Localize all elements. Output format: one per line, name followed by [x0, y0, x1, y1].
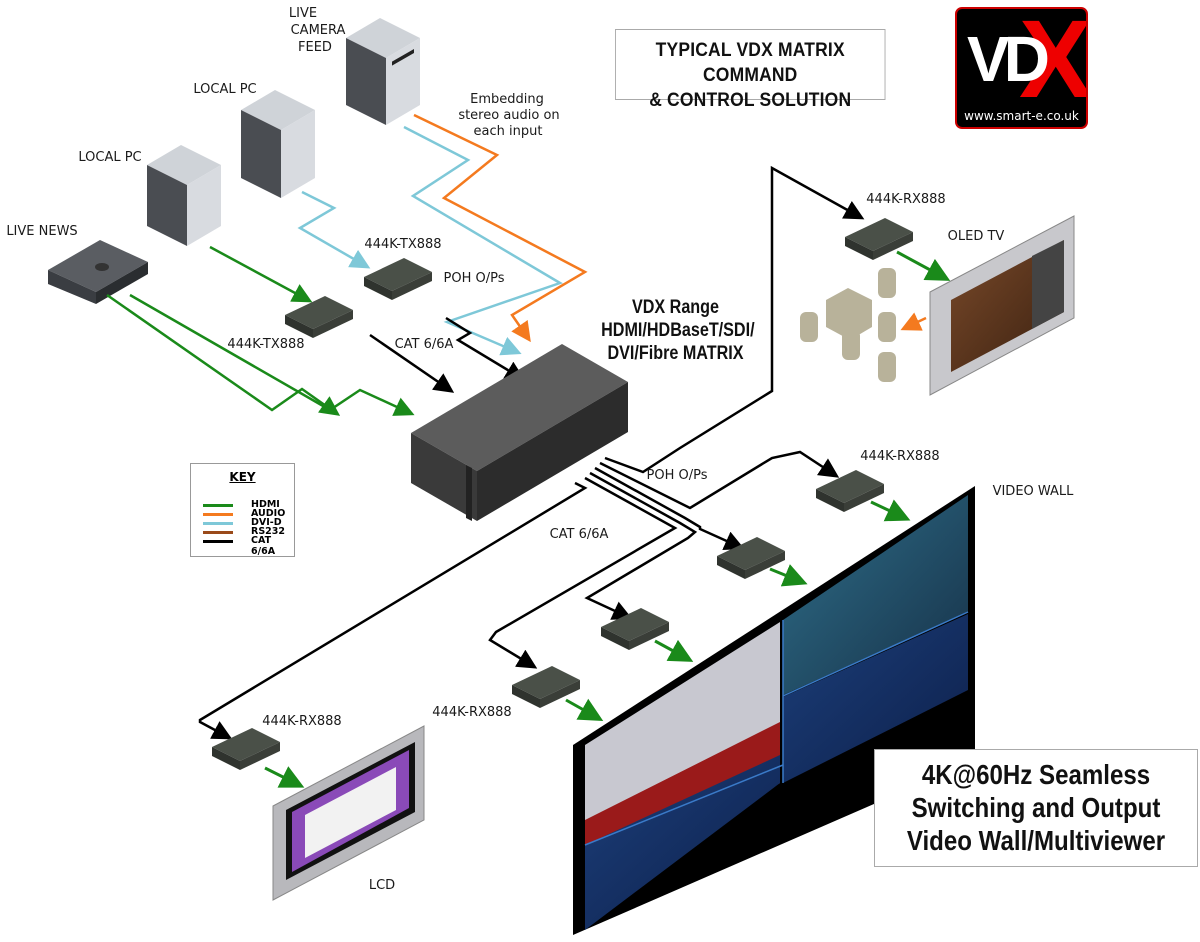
hdmi-cable-pc1 [209, 245, 313, 303]
legend-title: KEY [229, 470, 256, 484]
label-rx-wall-left: 444K-RX888 [432, 705, 511, 720]
label-poh-bottom: POH O/Ps [647, 468, 708, 483]
feature-line-1: 4K@60Hz Seamless [921, 759, 1151, 790]
feature-callout: 4K@60Hz Seamless Switching and Output Vi… [874, 749, 1198, 867]
tx-unit-top [364, 258, 432, 300]
local-pc-1-tower [147, 145, 221, 246]
legend-item: RS232 [203, 526, 293, 537]
label-video-wall: VIDEO WALL [993, 484, 1075, 499]
legend-label: HDMI [251, 499, 280, 510]
hdmi-output-arrows [264, 250, 951, 788]
tx-unit-bottom [285, 296, 353, 338]
legend-swatch-dvi [203, 522, 233, 525]
label-rx-lcd: 444K-RX888 [262, 714, 341, 729]
rx-unit-oled [845, 218, 913, 260]
label-cat-bottom: CAT 6/6A [550, 527, 609, 542]
legend-label: DVI-D [251, 517, 282, 528]
legend-label: CAT 6/6A [251, 535, 276, 557]
legend-swatch-rs232 [203, 531, 233, 534]
legend-item: CAT 6/6A [203, 535, 293, 557]
hdmi-cable-news-visible [129, 293, 415, 416]
dvi-cable-pc2 [297, 190, 371, 269]
legend-key: KEY HDMI AUDIO DVI-D RS232 CAT 6/6A [190, 463, 295, 557]
audio-output-arrow [900, 312, 927, 331]
matrix-label-line-3: DVI/Fibre MATRIX [607, 343, 744, 364]
label-tx-top: 444K-TX888 [364, 237, 441, 252]
cat-cable-tx-top [445, 316, 526, 381]
label-tx-bottom: 444K-TX888 [227, 337, 304, 352]
matrix-label: VDX Range HDMI/HDBaseT/SDI/ DVI/Fibre MA… [588, 296, 763, 365]
lcd-monitor [272, 725, 425, 901]
legend-item: HDMI [203, 499, 293, 510]
legend-label: AUDIO [251, 508, 286, 519]
cat-cable-tx-bottom [369, 333, 455, 393]
hdmi-cable-news [106, 293, 341, 416]
feature-line-2: Switching and Output [911, 792, 1161, 823]
diagram-title: TYPICAL VDX MATRIX COMMAND & CONTROL SOL… [615, 29, 886, 111]
legend-swatch-hdmi [203, 504, 233, 507]
label-lcd: LCD [369, 878, 395, 893]
label-audio-note-2: stereo audio on [458, 108, 559, 123]
label-audio-note-3: each input [474, 124, 543, 139]
rx-unit-videowall-low [601, 608, 669, 650]
logo-x-glyph: X [1019, 7, 1088, 121]
feature-line-3: Video Wall/Multiviewer [906, 825, 1166, 856]
title-line-2: & CONTROL SOLUTION [649, 90, 852, 111]
legend-item: AUDIO [203, 508, 293, 519]
rx-unit-lcd [212, 728, 280, 770]
label-poh-top: POH O/Ps [444, 271, 505, 286]
vdx-logo: X VD www.smart-e.co.uk [955, 7, 1088, 129]
label-live-news: LIVE NEWS [6, 224, 77, 239]
rx-unit-videowall-mid [717, 537, 785, 579]
title-line-1: TYPICAL VDX MATRIX COMMAND [655, 40, 845, 86]
rx-unit-videowall-top [816, 470, 884, 512]
legend-label: RS232 [251, 526, 285, 537]
matrix-switcher [411, 344, 628, 521]
live-camera-pc-tower [346, 18, 420, 125]
legend-swatch-audio [203, 513, 233, 516]
matrix-label-line-2: HDMI/HDBaseT/SDI/ [601, 320, 755, 341]
legend-item: DVI-D [203, 517, 293, 528]
speaker-system [800, 268, 896, 382]
logo-vd-text: VD [967, 23, 1050, 95]
video-wall [573, 486, 975, 935]
label-cat-top: CAT 6/6A [395, 337, 454, 352]
label-audio-note-1: Embedding [470, 92, 544, 107]
label-rx-videowall: 444K-RX888 [860, 449, 939, 464]
label-local-pc-2: LOCAL PC [193, 82, 256, 97]
label-live-camera-2: CAMERA [291, 23, 346, 38]
local-pc-2-tower [241, 90, 315, 198]
audio-cable [413, 113, 588, 343]
output-cable-bundle [198, 165, 865, 740]
oled-tv [929, 215, 1075, 396]
label-local-pc-1: LOCAL PC [78, 150, 141, 165]
legend-swatch-cat [203, 540, 233, 543]
rx-unit-videowall-left [512, 666, 580, 708]
logo-url: www.smart-e.co.uk [964, 109, 1079, 123]
label-rx-oled: 444K-RX888 [866, 192, 945, 207]
label-oled-tv: OLED TV [948, 229, 1005, 244]
live-news-settop-box [48, 240, 148, 304]
matrix-label-line-1: VDX Range [631, 297, 720, 318]
label-live-camera-1: LIVE [289, 6, 317, 21]
label-live-camera-3: FEED [298, 40, 332, 55]
